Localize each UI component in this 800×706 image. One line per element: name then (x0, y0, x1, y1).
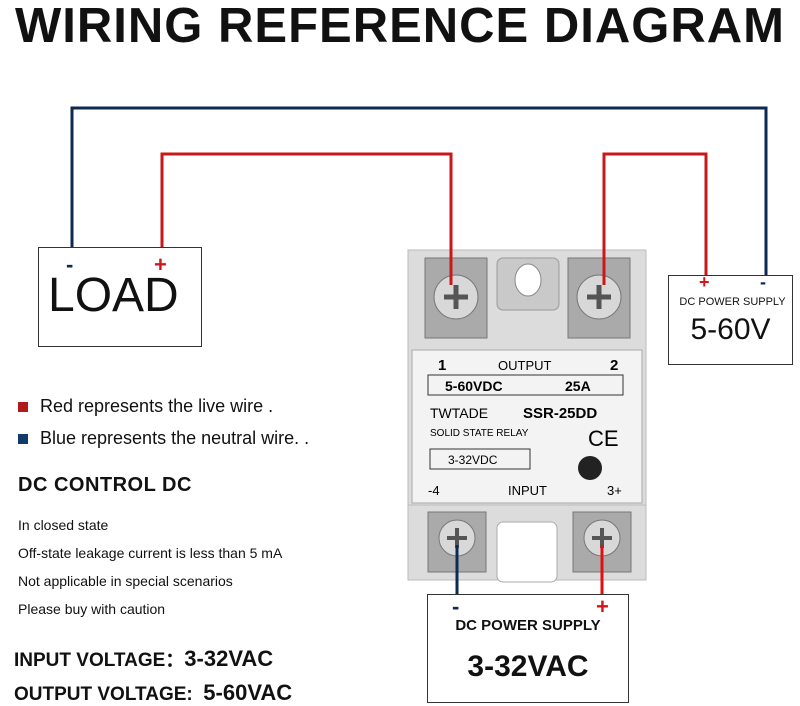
mounting-hole (514, 263, 542, 297)
dc-output-supply-value: 5-60V (690, 313, 771, 346)
relay-input-neg: -4 (428, 483, 440, 498)
page-title: WIRING REFERENCE DIAGRAM (15, 0, 785, 53)
legend-red-swatch (18, 402, 28, 412)
relay-input-label: INPUT (508, 483, 547, 498)
ce-mark: CE (588, 426, 619, 451)
legend-blue-text: Blue represents the neutral wire. . (40, 428, 310, 448)
solid-state-relay (407, 249, 647, 583)
live-wire-load (160, 152, 453, 285)
dc-input-supply-box (427, 594, 629, 703)
relay-terminal-1: 1 (438, 357, 446, 374)
output-voltage: OUTPUT VOLTAGE: 5-60VAC (14, 680, 292, 706)
legend-blue-swatch (18, 434, 28, 444)
neutral-wire-output (70, 106, 768, 280)
dc-input-supply-value: 3-32VAC (467, 650, 589, 683)
legend-red-text: Red represents the live wire . (40, 396, 274, 416)
control-note: Off-state leakage current is less than 5… (18, 545, 283, 561)
relay-type: SOLID STATE RELAY (430, 428, 529, 439)
dc-output-supply-label: DC POWER SUPPLY (679, 296, 786, 308)
relay-output-label: OUTPUT (498, 358, 552, 373)
dc-output-pos-sign: + (699, 272, 710, 292)
live-wire-output (602, 152, 708, 285)
indicator-led (578, 456, 602, 480)
relay-rating-current: 25A (565, 378, 591, 394)
rating-box (427, 374, 624, 396)
control-note: Not applicable in special scenarios (18, 573, 233, 589)
bottom-cutout (496, 521, 558, 583)
dc-input-pos-sign: + (596, 594, 609, 619)
terminal-screw-input-neg (427, 511, 487, 573)
control-note: Please buy with caution (18, 601, 166, 617)
load-pos-sign: + (154, 252, 167, 277)
relay-brand: TWTADE (430, 405, 488, 421)
load-label: LOAD (48, 269, 179, 322)
control-voltage-box (429, 448, 531, 470)
output-voltage-label: OUTPUT VOLTAGE: (14, 684, 193, 705)
control-title: DC CONTROL DC (18, 474, 192, 496)
input-voltage-label: INPUT VOLTAGE： (14, 650, 185, 671)
relay-model: SSR-25DD (523, 405, 597, 422)
terminal-screw-2 (567, 257, 631, 339)
control-note: In closed state (18, 517, 109, 533)
relay-input-pos: 3+ (607, 483, 622, 498)
terminal-screw-1 (424, 257, 488, 339)
dc-output-neg-sign: - (760, 272, 766, 292)
output-voltage-value: 5-60VAC (203, 680, 293, 705)
load-neg-sign: - (66, 252, 74, 277)
dc-input-neg-sign: - (452, 594, 460, 619)
load-box (38, 247, 202, 347)
dc-output-supply-box (668, 275, 793, 365)
input-voltage-value: 3-32VAC (184, 646, 274, 671)
relay-rating-voltage: 5-60VDC (445, 378, 503, 394)
relay-control-voltage: 3-32VDC (448, 453, 498, 467)
input-voltage: INPUT VOLTAGE：3-32VAC (14, 645, 273, 672)
dc-input-supply-label: DC POWER SUPPLY (455, 617, 601, 634)
relay-terminal-2: 2 (610, 357, 618, 374)
